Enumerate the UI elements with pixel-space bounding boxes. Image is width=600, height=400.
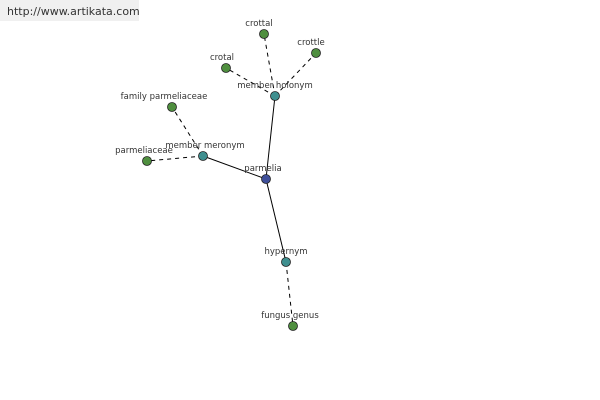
label-member-holonym[interactable]: member holonym [237, 81, 312, 91]
node-fungus-genus[interactable] [288, 321, 298, 331]
label-member-meronym[interactable]: member meronym [165, 141, 244, 151]
node-parmelia[interactable] [261, 174, 271, 184]
url-banner: http://www.artikata.com [0, 0, 140, 21]
edge-hypernym-fungus-genus [285, 261, 294, 327]
edge-member-holonym-crottal [263, 33, 276, 97]
label-family-parmeliaceae[interactable]: family parmeliaceae [121, 92, 208, 102]
node-member-holonym[interactable] [270, 91, 280, 101]
edge-member-holonym-crottle [274, 52, 317, 97]
edge-member-meronym-family-parmeliaceae [171, 106, 204, 157]
edge-parmelia-hypernym [265, 178, 287, 263]
node-crottal[interactable] [259, 29, 269, 39]
label-parmelia[interactable]: parmelia [244, 164, 281, 174]
edge-parmelia-member-holonym [265, 95, 276, 180]
graph-nodes [142, 29, 321, 331]
label-crotal[interactable]: crotal [210, 53, 234, 63]
node-crottle[interactable] [311, 48, 321, 58]
label-crottle[interactable]: crottle [297, 38, 324, 48]
edge-member-holonym-crotal [225, 67, 276, 97]
node-parmeliaceae[interactable] [142, 156, 152, 166]
edge-parmelia-member-meronym [202, 155, 267, 180]
label-parmeliaceae[interactable]: parmeliaceae [115, 146, 173, 156]
graph-labels: parmelia member holonym member meronym hype… [115, 19, 325, 321]
node-member-meronym[interactable] [198, 151, 208, 161]
graph-edges [146, 33, 317, 327]
label-crottal[interactable]: crottal [245, 19, 272, 29]
label-fungus-genus[interactable]: fungus genus [261, 311, 319, 321]
edge-member-meronym-parmeliaceae [146, 155, 204, 162]
url-link[interactable]: http://www.artikata.com [7, 5, 140, 18]
label-hypernym[interactable]: hypernym [264, 247, 307, 257]
node-hypernym[interactable] [281, 257, 291, 267]
node-family-parmeliaceae[interactable] [167, 102, 177, 112]
node-crotal[interactable] [221, 63, 231, 73]
